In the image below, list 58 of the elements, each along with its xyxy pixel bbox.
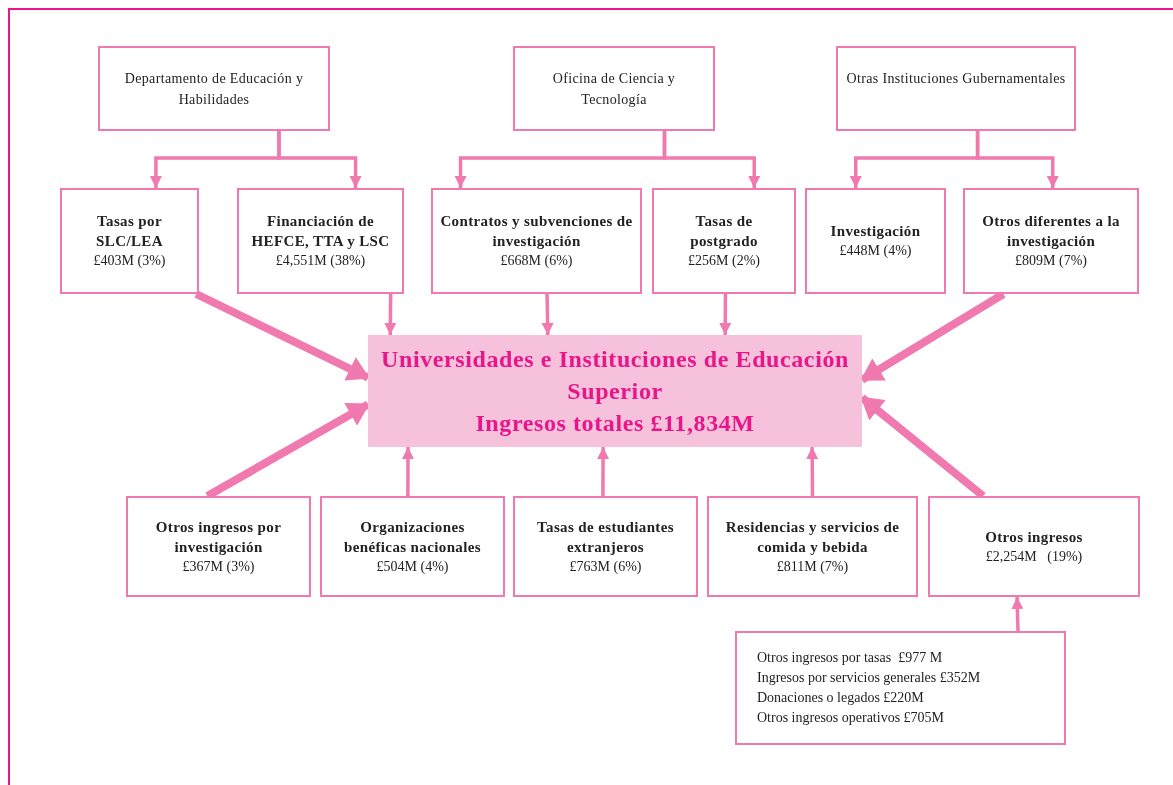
income-amount: £2,254M (19%) — [985, 547, 1083, 566]
arrow — [194, 290, 370, 382]
total-income: Ingresos totales £11,834M — [475, 409, 755, 438]
node-box — [735, 631, 1066, 745]
income-source: Organizaciones benéficas nacionales — [342, 517, 483, 557]
income-source: Investigación — [830, 222, 921, 241]
node-box — [60, 188, 199, 294]
arrow — [662, 131, 761, 188]
income-amount: £448M (4%) — [839, 242, 912, 260]
node-label: Departamento de Educación y Habilidades — [123, 70, 305, 109]
arrow — [975, 131, 1059, 188]
arrow — [806, 447, 819, 496]
income-amount: £763M (6%) — [569, 557, 642, 576]
income-source: Contratos y subvenciones de investigación — [439, 212, 634, 251]
node-box — [126, 496, 311, 597]
income-amount: £504M (4%) — [376, 557, 449, 576]
income-amount: £403M (3%) — [93, 252, 166, 270]
node-box — [513, 46, 715, 131]
income-source: Otros ingresos por investigación — [154, 517, 283, 557]
income-source: Financiación de HEFCE, TTA y LSC — [250, 212, 391, 251]
income-item: Otros ingresos por tasas £977 M — [757, 649, 943, 667]
node-box — [805, 188, 946, 294]
income-source: Otros ingresos — [985, 527, 1083, 547]
node-box — [836, 46, 1076, 131]
node-box — [320, 496, 505, 597]
income-amount: £256M (2%) — [688, 252, 760, 270]
income-amount: £367M (3%) — [182, 557, 255, 576]
institution-title: Universidades e Instituciones de Educación Superior — [380, 345, 850, 406]
arrow — [597, 447, 610, 496]
node-box — [928, 496, 1140, 597]
node-label: Otras Instituciones Gubernamentales — [846, 70, 1066, 88]
income-amount: £809M (7%) — [1015, 252, 1087, 270]
income-amount: £811M (7%) — [776, 557, 849, 576]
arrow — [719, 294, 732, 335]
arrow — [402, 447, 414, 496]
income-source: Otros diferentes a la investigación — [981, 212, 1121, 251]
income-source: Tasas de postgrado — [689, 212, 759, 251]
income-source: Residencias y servicios de comida y bebida — [724, 517, 901, 557]
income-amount: £668M (6%) — [500, 252, 573, 270]
income-item: Donaciones o legados £220M — [757, 689, 924, 707]
income-item: Otros ingresos operativos £705M — [757, 709, 945, 727]
arrow — [277, 131, 362, 188]
income-source: Tasas de estudiantes extranjeros — [536, 517, 675, 557]
central-box — [368, 335, 862, 447]
node-box — [431, 188, 642, 294]
arrow — [541, 293, 554, 336]
income-item: Ingresos por servicios generales £352M — [757, 669, 981, 687]
node-box — [707, 496, 918, 597]
node-box — [98, 46, 330, 131]
node-box — [237, 188, 404, 294]
income-amount: £4,551M (38%) — [275, 252, 366, 270]
node-label: Oficina de Ciencia y Tecnología — [551, 70, 677, 109]
arrow — [384, 294, 397, 335]
arrow — [1011, 596, 1024, 632]
node-box — [513, 496, 698, 597]
node-box — [652, 188, 796, 294]
income-source: Tasas por SLC/LEA — [95, 212, 164, 251]
node-box — [963, 188, 1139, 294]
